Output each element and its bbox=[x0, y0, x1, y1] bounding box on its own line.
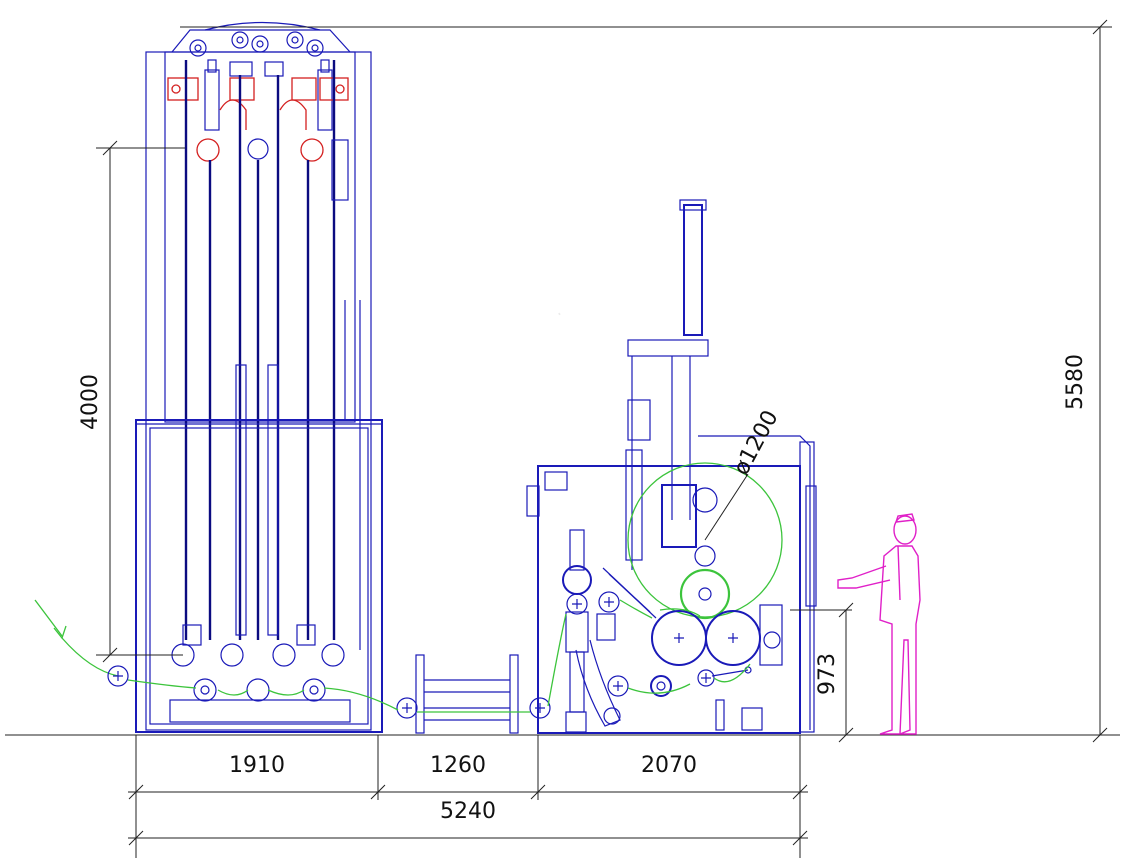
label-section-3-width: 2070 bbox=[641, 753, 697, 778]
label-tower-height: 4000 bbox=[78, 374, 103, 430]
label-roll-diameter: ø1200 bbox=[729, 406, 784, 479]
label-total-length: 5240 bbox=[440, 799, 496, 824]
dimension-total-height: 5580 bbox=[180, 19, 1112, 743]
watermark: · bbox=[553, 304, 567, 323]
svg-text:·: · bbox=[553, 304, 567, 323]
dimension-roll-diameter: ø1200 bbox=[729, 406, 784, 479]
dimension-tower-height: 4000 bbox=[78, 140, 185, 663]
dimension-section-widths: 1910 1260 2070 bbox=[128, 735, 808, 858]
label-section-2-width: 1260 bbox=[430, 753, 486, 778]
label-section-1-width: 1910 bbox=[229, 753, 285, 778]
operator-figure bbox=[837, 513, 921, 735]
web-path bbox=[34, 599, 751, 719]
dimension-working-height: 973 bbox=[790, 602, 854, 743]
label-working-height: 973 bbox=[815, 653, 840, 695]
label-total-height: 5580 bbox=[1063, 354, 1088, 410]
dimension-total-length: 5240 bbox=[128, 799, 808, 846]
tower-accumulator bbox=[135, 21, 383, 733]
middle-support-stand bbox=[396, 654, 519, 734]
tension-roller-group bbox=[167, 77, 349, 162]
winder-unit bbox=[526, 199, 817, 734]
